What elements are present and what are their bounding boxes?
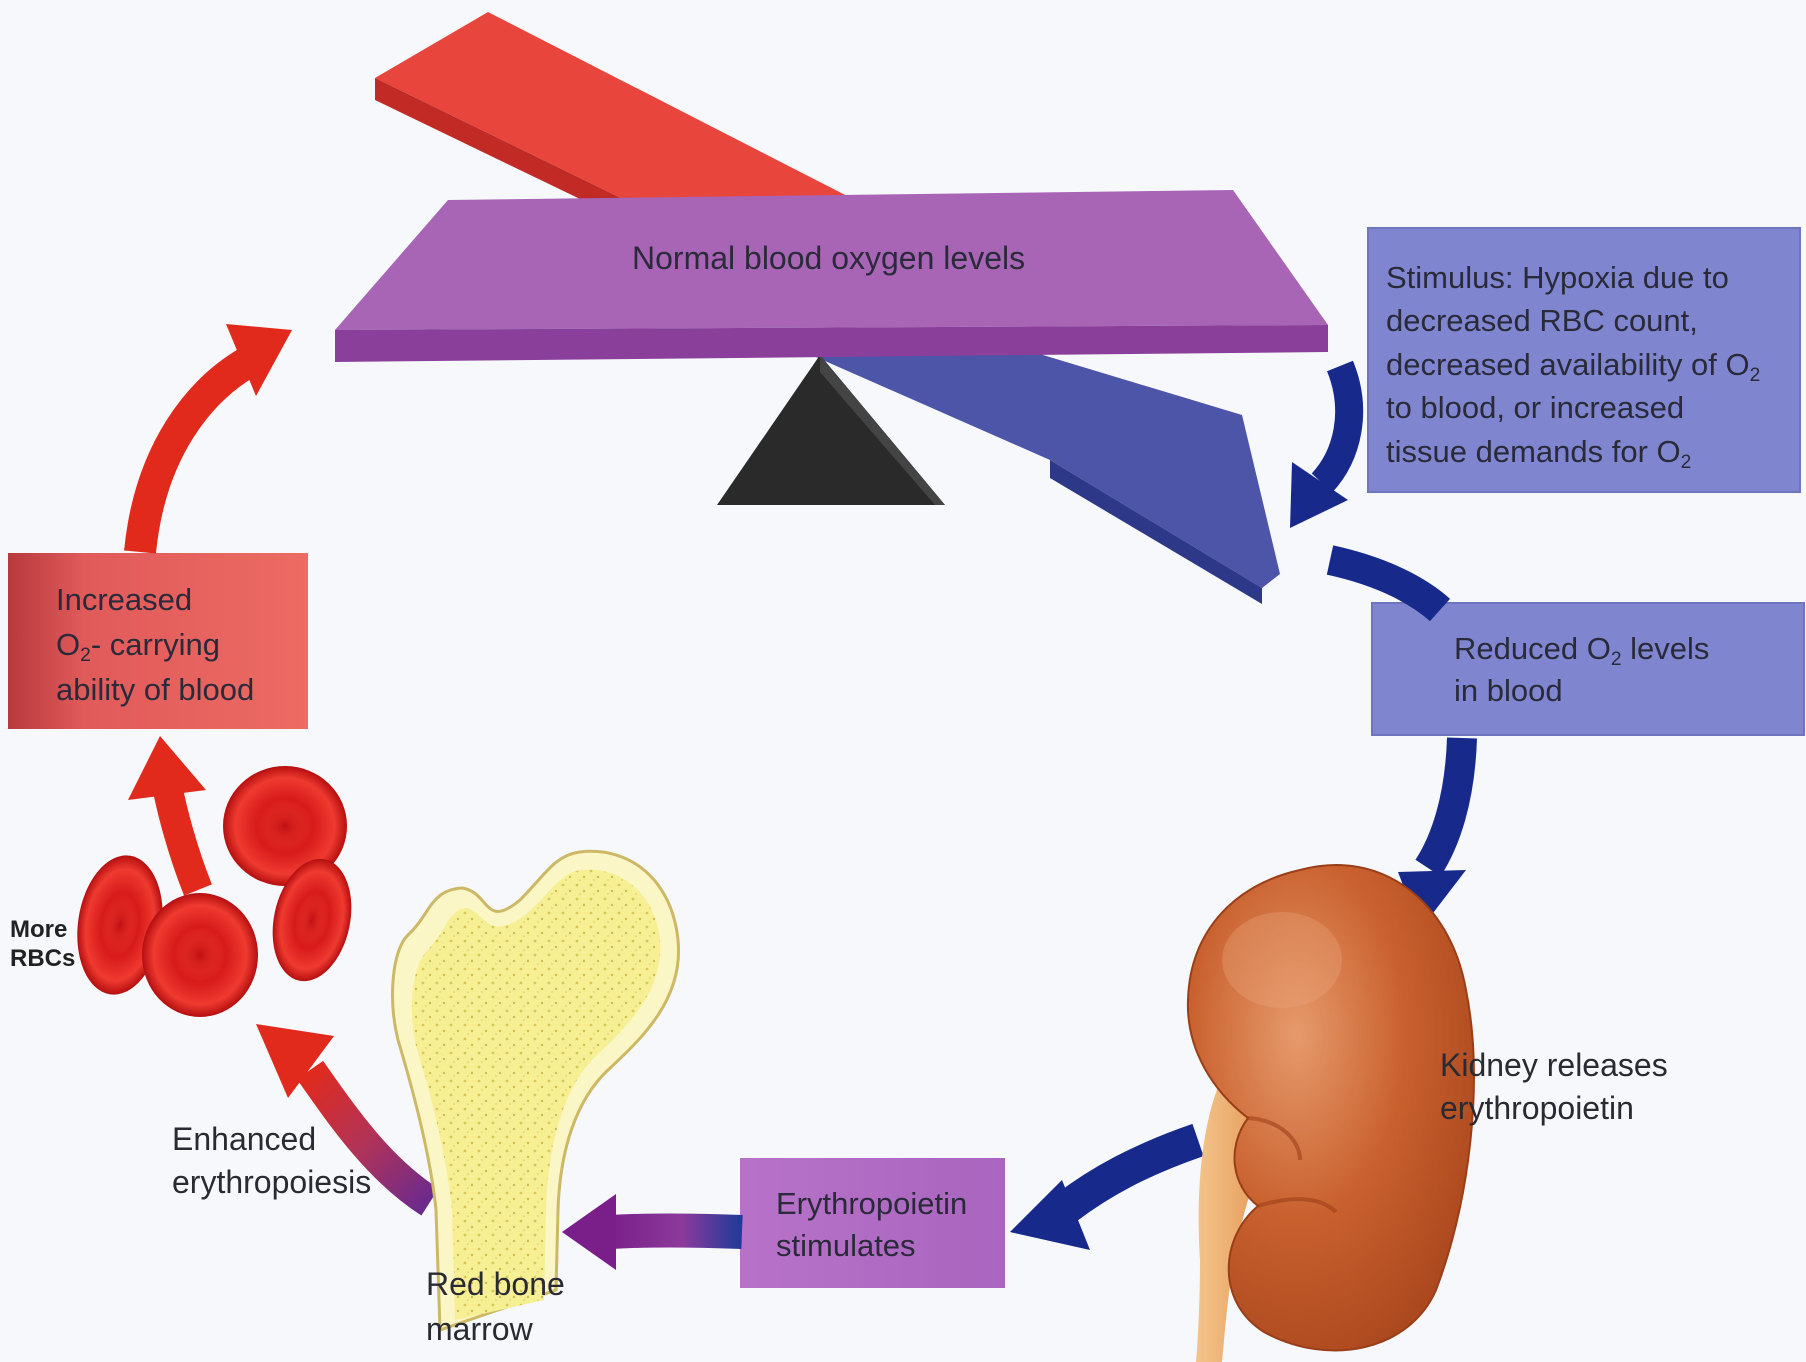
rbcs-label: More RBCs [10, 916, 75, 974]
reduced-text: Reduced O2 levels in blood [1454, 628, 1709, 712]
arrow-epo-to-marrow [562, 1194, 742, 1270]
enhanced-label: Enhanced erythropoiesis [172, 1118, 371, 1204]
arrow-increased-to-balance [140, 324, 292, 552]
epo-text: Erythropoietin stimulates [776, 1183, 967, 1267]
arrow-kidney-to-epo [1010, 1140, 1198, 1250]
bone-icon [393, 851, 679, 1330]
seesaw-icon [335, 12, 1328, 604]
balance-label: Normal blood oxygen levels [632, 238, 1025, 280]
red-blood-cells-icon [69, 766, 362, 1017]
marrow-label: Red bone marrow [426, 1262, 565, 1352]
increased-text: Increased O2- carrying ability of blood [56, 578, 254, 713]
arrow-stimulus-to-balance [1290, 366, 1349, 528]
stimulus-text: Stimulus: Hypoxia due to decreased RBC c… [1386, 256, 1760, 473]
kidney-label: Kidney releases erythropoietin [1440, 1044, 1668, 1130]
kidney-icon [1188, 865, 1474, 1362]
